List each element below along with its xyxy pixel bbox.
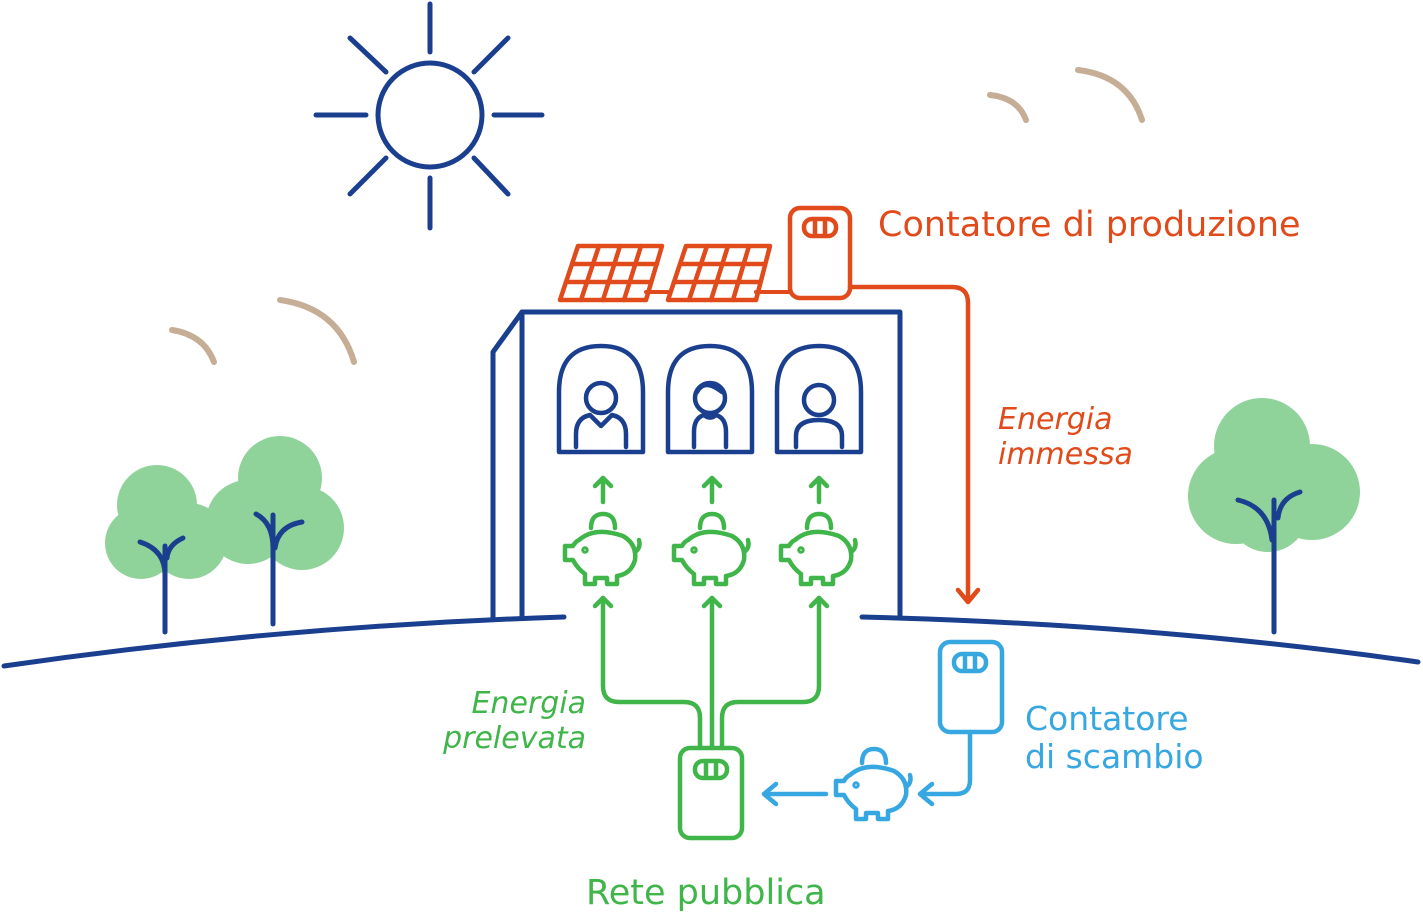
production-meter-icon	[787, 205, 853, 301]
exchange-meter-icon	[937, 639, 1005, 735]
energy-drawn-flow	[565, 475, 856, 751]
ground-line	[1, 614, 1421, 669]
tree-left-2	[206, 436, 344, 627]
energy-drawn-label-line-2: prelevata	[443, 720, 586, 756]
energy-fed-arrow	[847, 284, 981, 605]
exchange-flow	[761, 729, 973, 819]
tree-left-1	[105, 465, 227, 635]
piggy-bank-icon	[781, 514, 856, 584]
person-icon	[556, 343, 646, 455]
solar-panel-icon	[557, 243, 665, 303]
solar-panel-icon	[665, 243, 773, 303]
bird-icon	[169, 67, 1145, 365]
public-grid-label: Rete pubblica	[586, 873, 826, 913]
person-icon	[665, 343, 755, 455]
public-grid-meter-icon	[677, 745, 745, 841]
energy-fed-label-line-1: Energia	[998, 402, 1113, 437]
energy-fed-label-line-2: immessa	[998, 436, 1133, 472]
building	[490, 309, 903, 621]
energy-drawn-label-line-1: Energia	[471, 686, 586, 721]
piggy-bank-icon	[836, 749, 911, 819]
production-meter-label: Contatore di produzione	[878, 205, 1301, 245]
piggy-bank-icon	[674, 514, 749, 584]
piggy-bank-icon	[565, 514, 640, 584]
sun-icon	[313, 1, 545, 231]
exchange-meter-label-line-1: Contatore	[1025, 699, 1189, 738]
person-icon	[774, 343, 864, 455]
exchange-meter-label-line-2: di scambio	[1025, 736, 1204, 776]
tree-right	[1188, 398, 1360, 635]
